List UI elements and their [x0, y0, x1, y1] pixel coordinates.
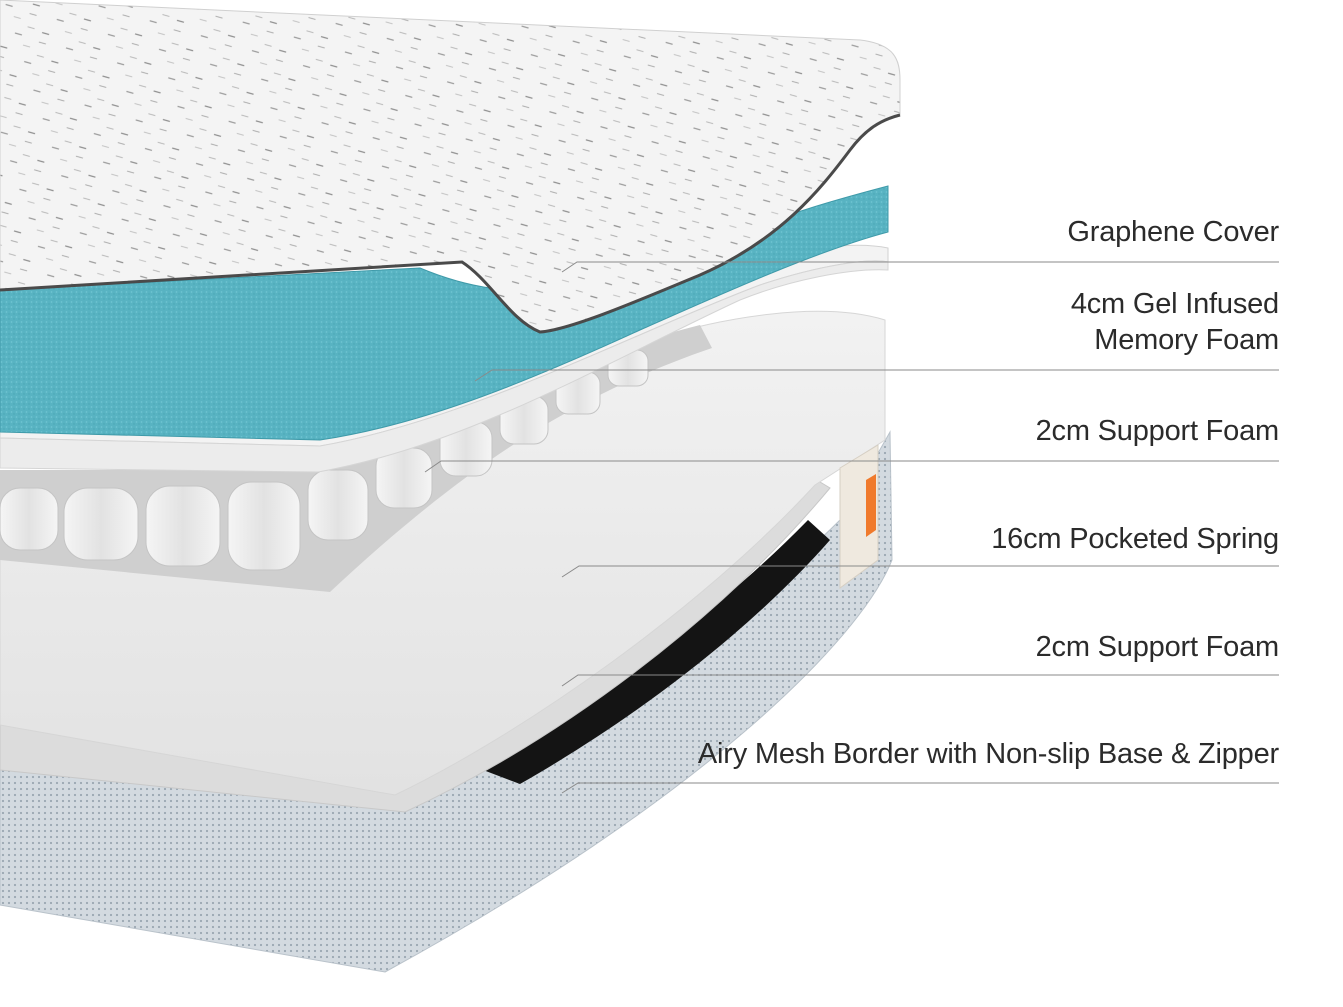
- leader-line-gel-memory-foam: [474, 369, 1279, 382]
- brand-tag: [839, 444, 879, 589]
- label-graphene-cover: Graphene Cover: [1067, 214, 1279, 250]
- label-line: Airy Mesh Border with Non-slip Base & Zi…: [697, 738, 1279, 770]
- label-support-foam-top: 2cm Support Foam: [1035, 413, 1280, 449]
- label-line: Memory Foam: [1094, 324, 1279, 356]
- label-pocketed-spring: 16cm Pocketed Spring: [991, 521, 1279, 557]
- leader-line-support-foam-bottom: [561, 674, 1279, 687]
- label-gel-memory-foam: 4cm Gel Infused Memory Foam: [1071, 286, 1279, 358]
- leader-line-support-foam-top: [424, 460, 1279, 473]
- leader-line-mesh-border: [561, 782, 1279, 794]
- label-line: Graphene Cover: [1067, 216, 1279, 248]
- label-line: 2cm Support Foam: [1035, 631, 1280, 663]
- label-line: 4cm Gel Infused: [1070, 288, 1279, 320]
- label-support-foam-bottom: 2cm Support Foam: [1035, 629, 1280, 665]
- leader-lines: [424, 261, 1279, 794]
- leader-line-graphene-cover: [561, 261, 1279, 273]
- label-line: 16cm Pocketed Spring: [991, 523, 1279, 555]
- leader-line-pocketed-spring: [561, 565, 1279, 578]
- spring-pockets: [0, 349, 649, 571]
- label-mesh-border: Airy Mesh Border with Non-slip Base & Zi…: [698, 736, 1279, 772]
- label-line: 2cm Support Foam: [1035, 415, 1280, 447]
